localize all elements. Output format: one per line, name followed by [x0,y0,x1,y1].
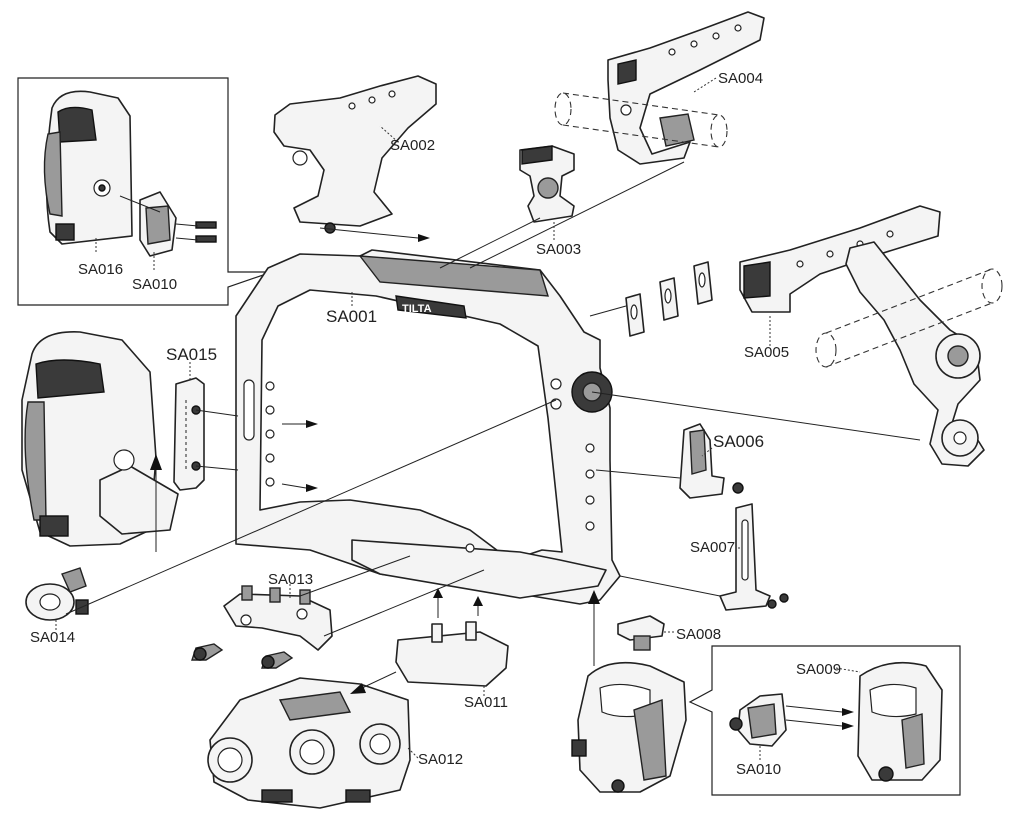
sa016-grip [43,90,133,245]
inset-frame-bottom-right [688,645,961,796]
label-sa001: SA001 [326,307,378,326]
sa012-rod-base [207,677,411,809]
label-sa003: SA003 [536,241,582,258]
label-sa009: SA009 [796,661,842,678]
label-sa010-bottom: SA010 [736,761,782,778]
label-sa002: SA002 [390,137,436,154]
label-leaders [55,77,861,760]
label-sa015: SA015 [166,345,218,364]
sa005-side-handle [739,205,985,467]
label-sa014: SA014 [30,629,76,646]
side-grip-large [21,331,179,547]
sa010-bottom-clamp [729,693,787,747]
sa009-grip [857,661,943,782]
sa010-top-clamp [119,191,217,257]
label-sa007: SA007 [690,539,736,556]
sa004-rod [554,92,728,148]
sa013-bracket [223,585,333,651]
label-sa013: SA013 [268,571,314,588]
sa015-side-plate [173,377,205,491]
sa003-cold-shoe-mount [519,145,575,223]
label-sa005: SA005 [744,344,790,361]
label-sa012: SA012 [418,751,464,768]
screws [191,482,789,669]
sa005-rod [815,268,1003,368]
sa006-bracket [679,423,725,499]
label-sa004: SA004 [718,70,764,87]
sa008-shoe [617,615,665,651]
sa004-nato-handle [607,11,765,165]
label-sa016: SA016 [78,261,124,278]
sa002-top-handle [273,75,437,234]
label-sa008: SA008 [676,626,722,643]
sa014-rod-clamp [25,567,89,621]
sa007-l-bracket [719,503,771,611]
inset-frame-top-left [17,77,273,306]
bottom-handle-grip [571,661,687,793]
sa011-base-plate [395,621,509,687]
sa001-camera-cage: TILTA [235,249,621,605]
label-sa006: SA006 [713,432,765,451]
label-sa011: SA011 [464,694,508,711]
cable-clips [625,261,713,337]
cage-logo-text: TILTA [402,303,432,315]
assembly-lines [65,161,921,730]
label-sa010-top: SA010 [132,276,178,293]
